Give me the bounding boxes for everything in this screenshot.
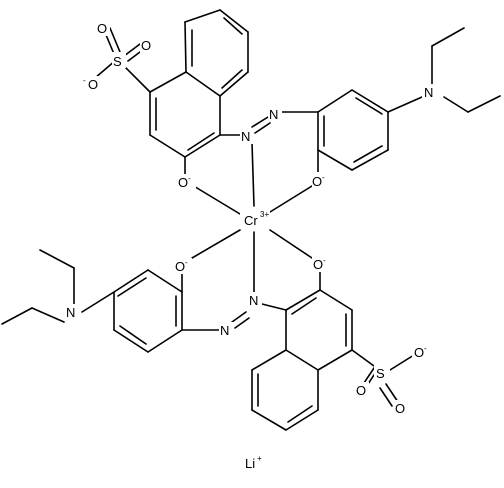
atom-o-upper-left: O - [178, 174, 196, 190]
atom-label: N [220, 323, 229, 338]
atom-label: S [376, 366, 385, 381]
atom-label: O [97, 21, 107, 36]
atom-n-azo-upper-1: N [240, 128, 254, 144]
atom-label: Cr [244, 213, 258, 228]
charge-label: - [83, 76, 86, 85]
atom-o-sulfonate-lower-left: O [355, 382, 369, 398]
atom-label: O [395, 401, 405, 416]
bond-lines [1, 9, 501, 431]
atom-label: N [66, 305, 75, 320]
counter-ion-lithium: Li + [245, 454, 262, 471]
atom-o-sulfonate-lower-charged: O - [412, 344, 432, 360]
atom-o-lower-right: O - [312, 256, 330, 272]
atom-label: N [249, 293, 258, 308]
atom-label: S [113, 54, 122, 69]
atom-label: Li [245, 456, 255, 471]
charge-label: + [257, 454, 262, 463]
atom-label: O [175, 259, 185, 274]
atom-n-amine-upper: N [422, 84, 438, 100]
atom-label: O [178, 175, 188, 190]
atom-label: N [424, 85, 433, 100]
atom-n-azo-lower-2: N [219, 322, 233, 338]
atom-label: N [269, 107, 278, 122]
atom-s-upper: S [112, 52, 126, 69]
charge-label: - [188, 174, 191, 183]
atom-labels: S O O - O O - O - N [64, 20, 438, 471]
atom-s-lower: S [374, 364, 390, 382]
atom-n-amine-lower: N [64, 304, 80, 320]
atom-o-lower-left: O - [174, 258, 192, 274]
atom-label: O [414, 345, 424, 360]
atom-o-sulfonate-upper-top: O [96, 20, 110, 36]
charge-label: 3+ [260, 210, 269, 219]
atom-o-sulfonate-upper-charged: - O [83, 76, 102, 92]
atom-n-azo-lower-1: N [248, 292, 262, 308]
atom-label: O [141, 38, 151, 53]
atom-label: N [241, 129, 250, 144]
atom-label: O [312, 174, 322, 189]
atom-o-sulfonate-upper-right: O [140, 38, 154, 54]
atom-label: O [313, 257, 323, 272]
charge-label: - [185, 258, 188, 267]
atom-label: O [356, 383, 366, 398]
atom-label: O [88, 77, 98, 92]
atom-o-sulfonate-lower-bottom: O [394, 400, 408, 416]
charge-label: - [322, 173, 325, 182]
charge-label: - [323, 256, 326, 265]
atom-n-azo-upper-2: N [268, 106, 282, 122]
atom-o-upper-right: O - [312, 172, 330, 189]
charge-label: - [424, 344, 427, 353]
atom-chromium: Cr 3+ [240, 208, 270, 228]
